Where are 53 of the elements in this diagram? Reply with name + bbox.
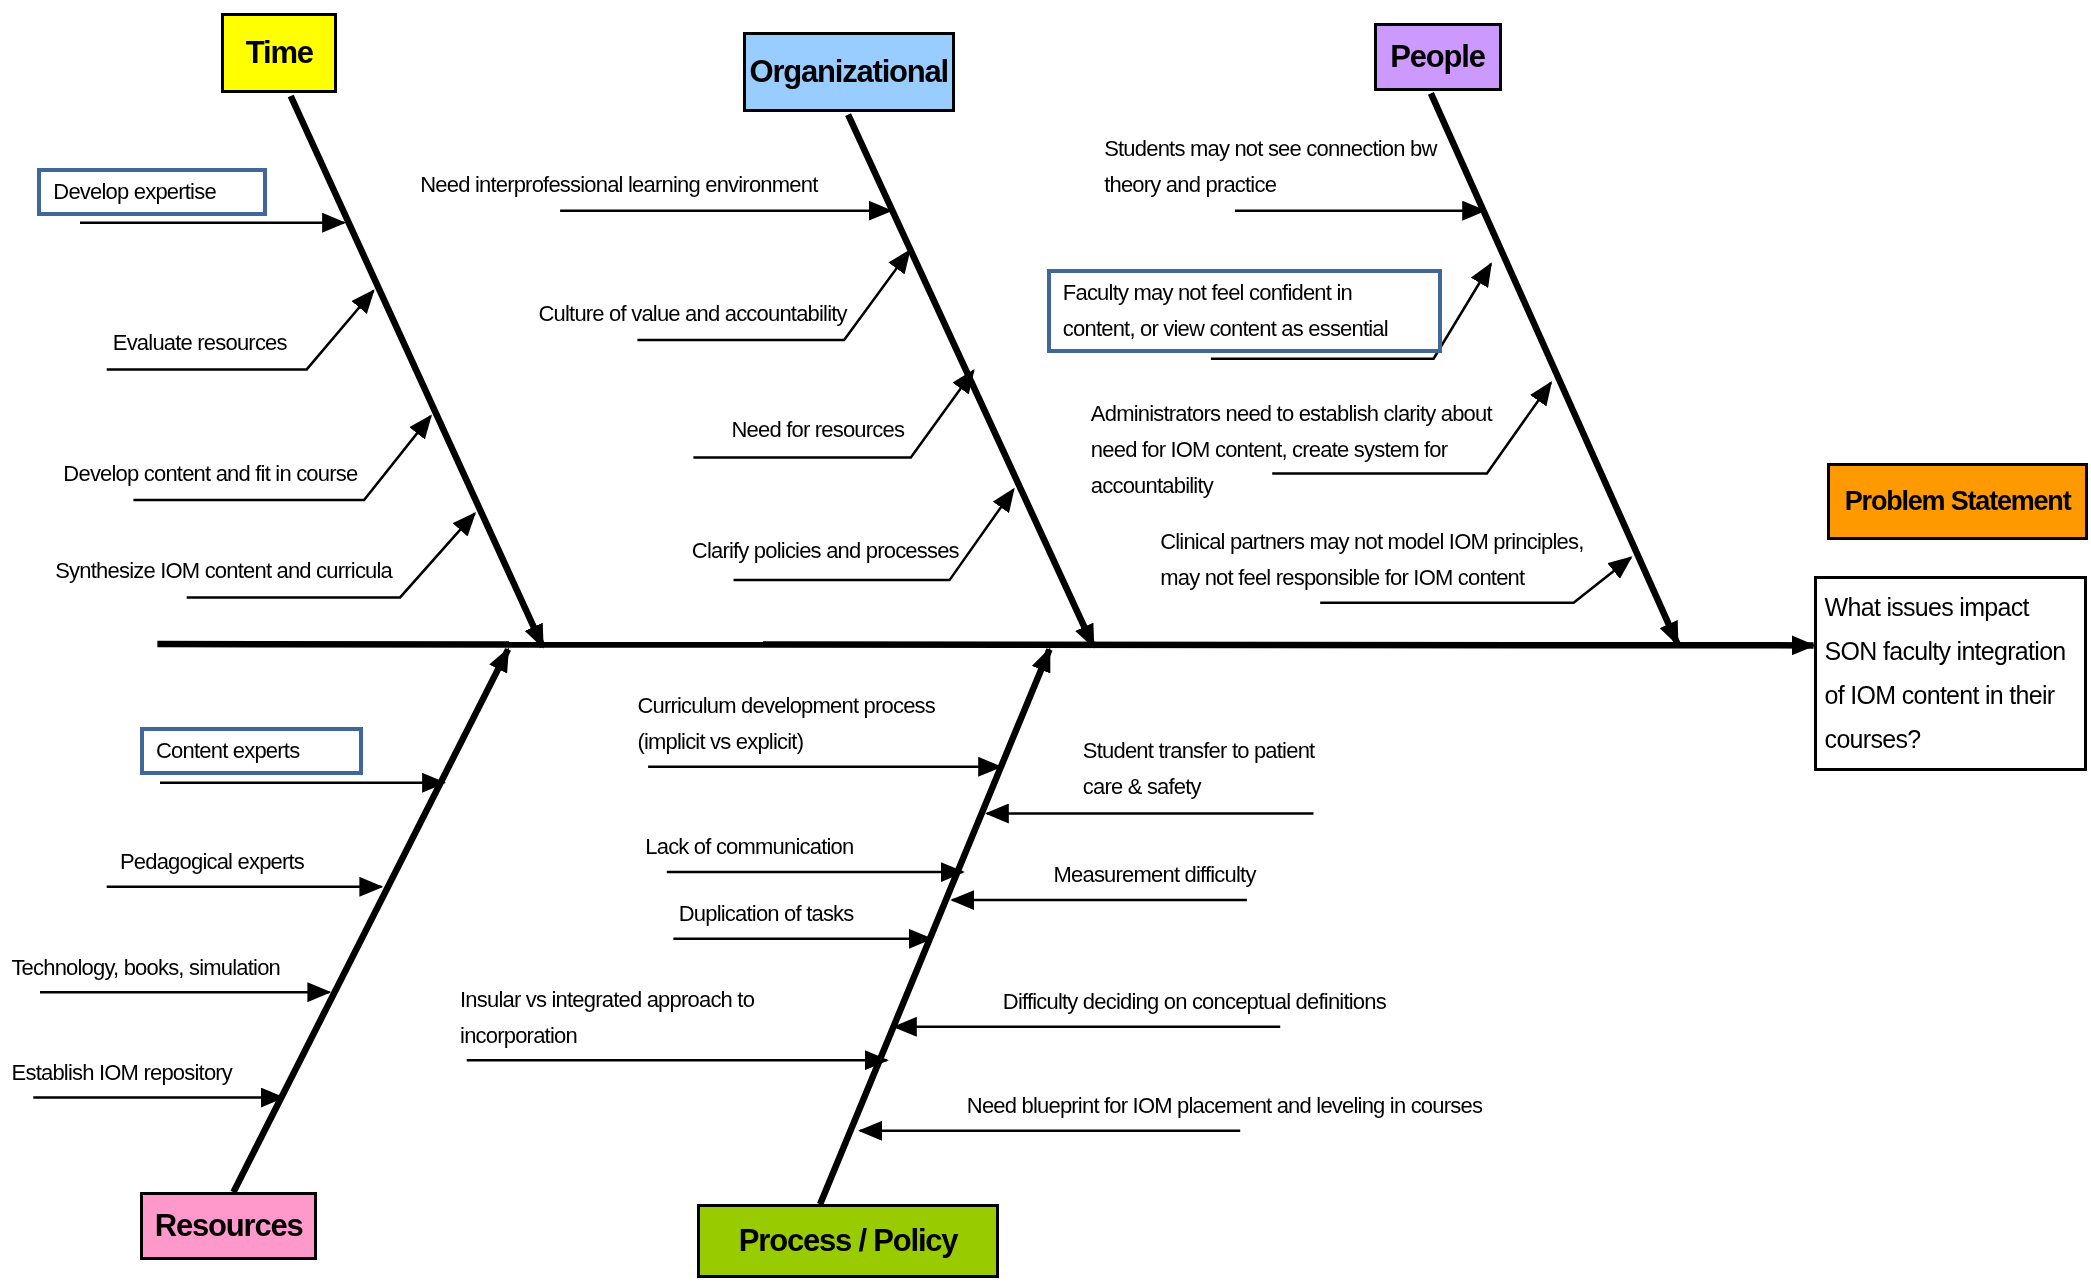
spine-arrow	[157, 635, 1816, 656]
cause-text: Measurement difficulty	[1053, 857, 1256, 894]
problem-statement-label: Problem Statement	[1826, 462, 2089, 541]
cause-text: Culture of value and accountability	[538, 296, 847, 333]
arrow	[950, 890, 1247, 911]
arrow	[666, 862, 965, 883]
bone-arrow	[287, 94, 546, 649]
arrow	[40, 982, 332, 1003]
arrow	[1320, 556, 1633, 605]
arrow	[133, 414, 432, 502]
category-label: Process / Policy	[697, 1204, 999, 1278]
cause-text: Pedagogical experts	[119, 844, 305, 881]
arrow	[693, 369, 975, 459]
cause-text: Lack of communication	[645, 829, 854, 866]
cause-text: Establish IOM repository	[11, 1054, 233, 1091]
cause-text: Need interprofessional learning environment	[420, 166, 818, 203]
cause-text: Student transfer to patient care & safety	[1082, 733, 1358, 806]
cause-text: Curriculum development process (implicit vs explicit)	[637, 688, 995, 761]
arrow	[160, 772, 447, 793]
cause-text: Clarify policies and processes	[691, 533, 959, 570]
cause-text: Develop content and fit in course	[63, 456, 358, 493]
arrow	[1210, 262, 1492, 360]
arrow	[466, 1050, 889, 1071]
cause-text: Administrators need to establish clarity about need for IOM content, create system for accountability	[1090, 396, 1536, 505]
cause-box: Faculty may not feel confident in content, or view content as essential	[1046, 269, 1442, 354]
arrow	[186, 511, 477, 599]
cause-text: Evaluate resources	[112, 325, 287, 362]
bone-arrow	[230, 647, 511, 1194]
cause-text: Need blueprint for IOM placement and leveling in courses	[966, 1088, 1483, 1125]
arrow	[858, 1120, 1241, 1141]
arrow	[733, 487, 1015, 582]
cause-text: Difficulty deciding on conceptual definitions	[1002, 984, 1386, 1021]
arrow	[637, 249, 911, 342]
cause-text: Need for resources	[731, 412, 905, 449]
arrow	[106, 876, 384, 897]
category-label: People	[1373, 22, 1502, 91]
bone-arrow	[817, 647, 1053, 1206]
arrow	[106, 289, 375, 371]
cause-text: Duplication of tasks	[678, 896, 854, 933]
cause-box: Content experts	[140, 726, 363, 775]
category-label: Time	[221, 13, 338, 94]
cause-box: Develop expertise	[37, 168, 267, 217]
cause-text: Insular vs integrated approach to incorporation	[460, 981, 818, 1054]
arrow	[984, 803, 1314, 824]
cause-text: Technology, books, simulation	[11, 949, 281, 986]
category-label: Organizational	[742, 32, 955, 112]
arrow	[80, 212, 347, 233]
problem-statement-box: What issues impact SON faculty integration of IOM content in their courses?	[1813, 576, 2087, 771]
cause-text: Synthesize IOM content and curricula	[55, 553, 393, 590]
category-label: Resources	[140, 1192, 318, 1261]
arrow	[1272, 381, 1553, 475]
cause-text: Students may not see connection bw theory and practice	[1104, 130, 1456, 203]
cause-text: Clinical partners may not model IOM principles, may not feel responsible for IOM content	[1160, 524, 1621, 597]
